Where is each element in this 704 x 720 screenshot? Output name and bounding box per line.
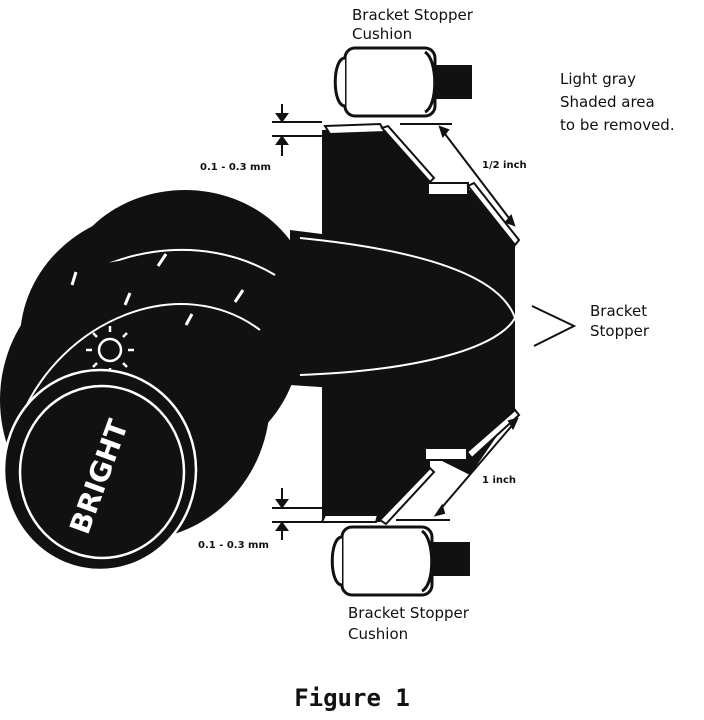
bracket-stopper-label-line1: Bracket	[590, 302, 648, 320]
half-inch-dimension	[400, 123, 516, 227]
one-inch-label: 1 inch	[482, 475, 517, 486]
one-inch-dimension	[396, 417, 519, 521]
bottom-gap-dimension	[272, 488, 322, 540]
top-cushion-label-line1: Bracket Stopper	[352, 6, 473, 24]
top-cushion-label-line2: Cushion	[352, 25, 413, 43]
bottom-cushion	[330, 525, 470, 597]
figure-caption: Figure 1	[294, 684, 410, 712]
bottom-gap-label: 0.1 - 0.3 mm	[198, 540, 269, 551]
top-gap-dimension	[272, 104, 322, 156]
removal-note-line1: Light gray	[560, 70, 636, 88]
knob: BRIGHT	[0, 190, 310, 572]
half-inch-label: 1/2 inch	[482, 160, 527, 171]
top-gap-label: 0.1 - 0.3 mm	[200, 162, 271, 173]
bracket-stopper-shape	[290, 230, 517, 400]
removal-note-line3: to be removed.	[560, 116, 675, 134]
bracket-stopper-pointer	[531, 305, 577, 347]
top-cushion	[333, 46, 472, 118]
removal-note-line2: Shaded area	[560, 93, 655, 111]
bottom-cushion-label-line1: Bracket Stopper	[348, 604, 469, 622]
bottom-cushion-label-line2: Cushion	[348, 625, 409, 643]
bracket-stopper-label-line2: Stopper	[590, 322, 650, 340]
